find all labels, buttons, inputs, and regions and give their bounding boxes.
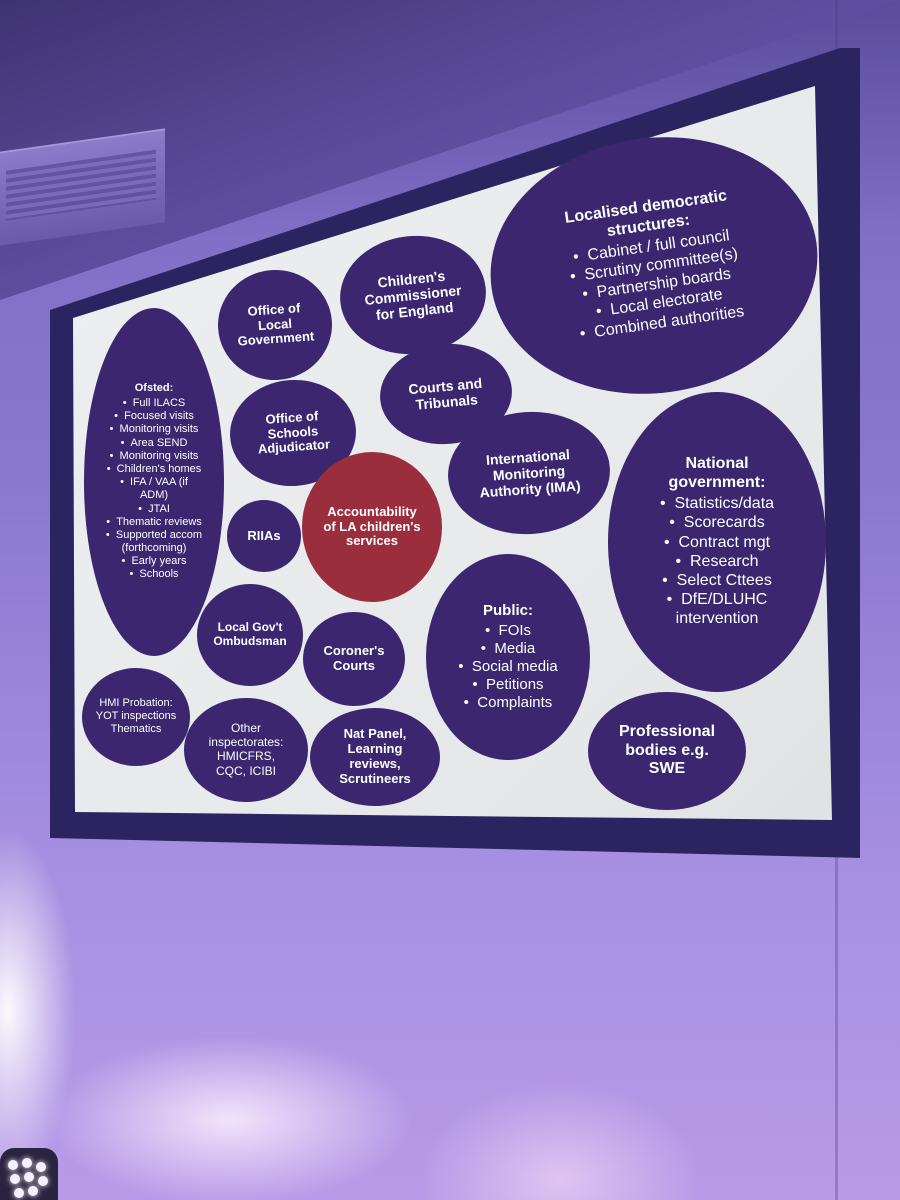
list-item: Thematic reviews xyxy=(104,516,204,529)
bubble-national-government: National government: Statistics/data Sco… xyxy=(608,392,826,692)
bubble-coroners-courts: Coroner's Courts xyxy=(303,612,405,706)
hmi-probation-title: HMI Probation: xyxy=(99,697,173,710)
office-local-government-label: Office of Local Government xyxy=(237,299,315,350)
list-item: DfE/DLUHC intervention xyxy=(657,590,777,628)
hmi-probation-line: YOT inspections xyxy=(95,710,177,723)
list-item: Schools xyxy=(104,568,204,581)
list-item: Focused visits xyxy=(104,410,204,423)
bubble-professional-bodies: Professional bodies e.g. SWE xyxy=(588,692,746,810)
public-title: Public: xyxy=(482,602,533,620)
bubble-public: Public: FOIs Media Social media Petition… xyxy=(426,554,590,760)
list-item: Statistics/data xyxy=(657,494,777,513)
bubble-other-inspectorates: Other inspectorates: HMICFRS, CQC, ICIBI xyxy=(184,698,308,802)
list-item: Media xyxy=(458,640,557,658)
list-item: Monitoring visits xyxy=(104,450,204,463)
bubble-local-gov-ombudsman: Local Gov't Ombudsman xyxy=(197,584,303,686)
list-item: Social media xyxy=(458,658,558,676)
list-item: JTAI xyxy=(104,503,204,516)
national-government-title: National government: xyxy=(668,455,766,491)
list-item: Contract mgt xyxy=(657,533,777,552)
list-item: FOIs xyxy=(458,622,557,640)
list-item: Complaints xyxy=(458,694,557,712)
list-item: Supported accom (forthcoming) xyxy=(104,529,204,555)
stage-light xyxy=(0,1148,58,1200)
other-inspectorates-title: Other inspectorates: xyxy=(208,720,284,749)
public-list: FOIs Media Social media Petitions Compla… xyxy=(458,622,558,712)
ofsted-list: Full ILACS Focused visits Monitoring vis… xyxy=(104,397,204,582)
bubble-accountability: Accountability of LA children's services xyxy=(302,452,442,602)
list-item: Scorecards xyxy=(657,513,777,532)
ima-label: International Monitoring Authority (IMA) xyxy=(479,445,582,501)
riias-label: RIIAs xyxy=(247,527,281,543)
national-government-list: Statistics/data Scorecards Contract mgt … xyxy=(657,494,777,628)
list-item: IFA / VAA (if ADM) xyxy=(109,476,199,502)
localised-list: Cabinet / full council Scrutiny committe… xyxy=(566,225,747,344)
bubble-riias: RIIAs xyxy=(227,500,301,572)
courts-tribunals-label: Courts and Tribunals xyxy=(407,374,483,413)
childrens-commissioner-label: Children's Commissioner for England xyxy=(363,267,463,323)
list-item: Early years xyxy=(104,555,204,568)
bubble-hmi-probation: HMI Probation: YOT inspections Thematics xyxy=(82,668,190,766)
hmi-probation-line: Thematics xyxy=(110,723,162,736)
coroners-courts-label: Coroner's Courts xyxy=(323,643,385,673)
list-item: Research xyxy=(657,552,777,571)
list-item: Monitoring visits xyxy=(104,423,204,436)
bubble-nat-panel: Nat Panel, Learning reviews, Scrutineers xyxy=(310,708,440,806)
accountability-label: Accountability of LA children's services xyxy=(323,503,421,549)
nat-panel-label: Nat Panel, Learning reviews, Scrutineers xyxy=(339,726,411,786)
office-schools-adjudicator-label: Office of Schools Adjudicator xyxy=(257,407,331,457)
bubble-ofsted: Ofsted: Full ILACS Focused visits Monito… xyxy=(84,308,224,656)
list-item: Children's homes xyxy=(104,463,204,476)
local-gov-ombudsman-label: Local Gov't Ombudsman xyxy=(213,620,287,648)
other-inspectorates-line: HMICFRS, CQC, ICIBI xyxy=(215,749,276,778)
professional-bodies-label: Professional bodies e.g. SWE xyxy=(618,723,716,778)
ofsted-title: Ofsted: xyxy=(134,382,174,395)
list-item: Select Cttees xyxy=(657,571,777,590)
list-item: Full ILACS xyxy=(104,397,204,410)
list-item: Area SEND xyxy=(104,437,204,450)
list-item: Petitions xyxy=(458,676,557,694)
